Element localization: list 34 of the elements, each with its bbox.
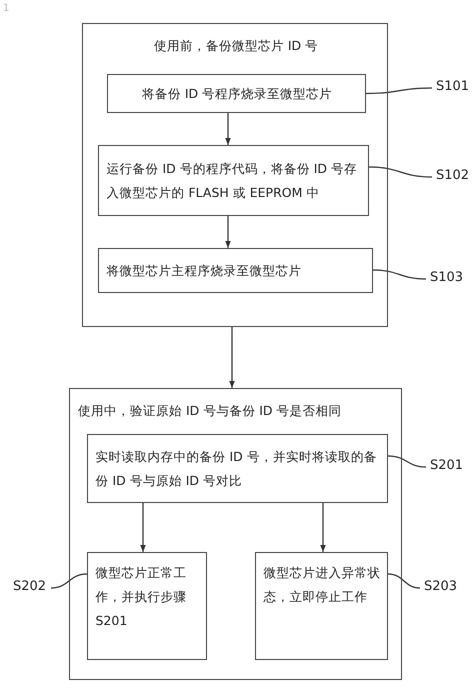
stage-frame xyxy=(82,23,388,327)
arrow xyxy=(225,113,231,145)
leader-line xyxy=(366,87,432,94)
process-box xyxy=(106,74,366,112)
step-text: 微型芯片进入异常状态，立即停止工作 xyxy=(264,564,382,606)
leader-line xyxy=(372,269,426,280)
process-box xyxy=(98,248,372,292)
leader-line xyxy=(388,455,426,468)
stage-frame xyxy=(69,388,402,680)
step-text: 微型芯片正常工作，并执行步骤 S201 xyxy=(96,564,188,630)
process-box xyxy=(98,144,368,216)
step-label: S103 xyxy=(430,270,464,286)
stage-heading: 使用中，验证原始 ID 号与备份 ID 号是否相同 xyxy=(78,402,343,420)
step-text: 将微型芯片主程序烧录至微型芯片 xyxy=(106,262,302,280)
step-text: 运行备份 ID 号的程序代码，将备份 ID 号存入微型芯片的 FLASH 或 EEPROM 中 xyxy=(106,160,358,202)
arrow xyxy=(229,327,235,388)
step-label: S203 xyxy=(424,579,458,595)
step-label: S201 xyxy=(430,458,464,474)
stage-heading: 使用前，备份微型芯片 ID 号 xyxy=(152,37,320,55)
arrow xyxy=(225,216,231,248)
leader-line xyxy=(388,573,420,589)
process-box xyxy=(86,434,388,502)
step-label: S202 xyxy=(13,579,47,595)
step-label: S102 xyxy=(436,168,470,184)
arrow xyxy=(320,503,326,552)
leader-line xyxy=(368,166,432,178)
leader-line xyxy=(50,573,88,589)
arrow xyxy=(140,503,146,552)
figure-number: 1 xyxy=(3,2,10,16)
step-text: 将备份 ID 号程序烧录至微型芯片 xyxy=(140,84,334,102)
process-box xyxy=(86,552,206,660)
step-label: S101 xyxy=(436,79,470,95)
step-text: 实时读取内存中的备份 ID 号，并实时将读取的备份 ID 号与原始 ID 号对比 xyxy=(96,448,378,490)
process-box xyxy=(254,552,388,660)
